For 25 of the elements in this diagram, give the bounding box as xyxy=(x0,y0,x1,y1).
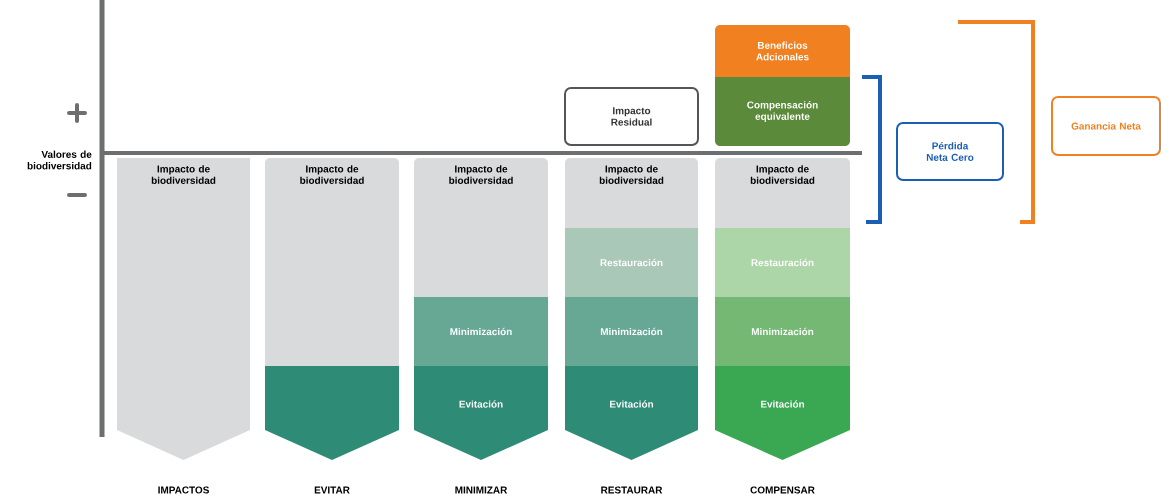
column-label: MINIMIZAR xyxy=(455,486,508,494)
column-label: EVITAR xyxy=(314,486,350,494)
avoidance-segment: Evitación xyxy=(565,366,698,460)
minimization-segment: Minimización xyxy=(565,297,698,366)
impact-segment: Impacto de biodiversidad xyxy=(265,158,399,366)
impact-bar: Impacto de biodiversidad xyxy=(117,158,250,460)
offset-segment: Compensación equivalente xyxy=(715,77,850,146)
column-label: RESTAURAR xyxy=(601,486,663,494)
outcome-box: Ganancia Neta xyxy=(1051,96,1161,156)
impact-segment: Impacto de biodiversidad xyxy=(715,158,850,228)
avoidance-segment xyxy=(265,366,399,460)
column-label: COMPENSAR xyxy=(750,486,815,494)
axis-label: Valores de biodiversidad xyxy=(27,150,92,170)
restoration-segment: Restauración xyxy=(565,228,698,297)
column-label: IMPACTOS xyxy=(158,486,209,494)
avoidance-segment: Evitación xyxy=(414,366,548,460)
avoidance-segment: Evitación xyxy=(715,366,850,460)
outcome-box: Pérdida Neta Cero xyxy=(896,122,1004,181)
restoration-segment: Restauración xyxy=(715,228,850,297)
minimization-segment: Minimización xyxy=(414,297,548,366)
impact-segment: Impacto de biodiversidad xyxy=(565,158,698,228)
benefits-segment: Beneficios Adcionales xyxy=(715,25,850,77)
impact-segment: Impacto de biodiversidad xyxy=(414,158,548,297)
minimization-segment: Minimización xyxy=(715,297,850,366)
residual-impact-box: Impacto Residual xyxy=(564,87,699,146)
